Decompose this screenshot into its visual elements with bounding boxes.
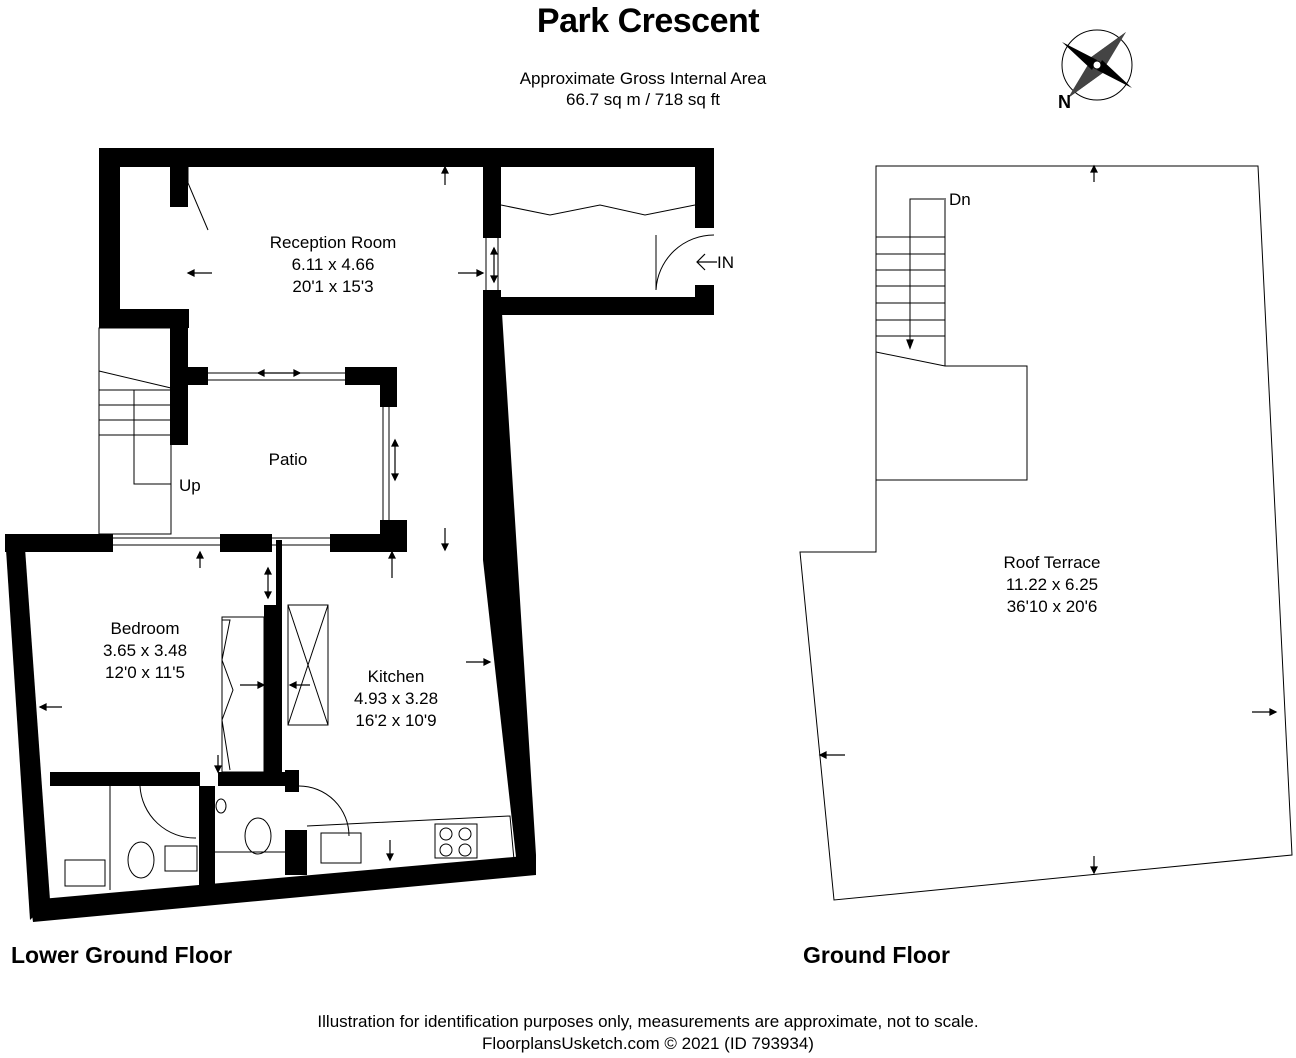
entrance-label: IN (717, 253, 734, 272)
copyright-text: FloorplansUsketch.com © 2021 (ID 793934) (482, 1034, 814, 1053)
room-reception: Reception Room 6.11 x 4.66 20'1 x 15'3 (243, 232, 423, 298)
lower-ground-walls (5, 148, 714, 922)
room-metric: 3.65 x 3.48 (102, 641, 188, 660)
room-bedroom: Bedroom 3.65 x 3.48 12'0 x 11'5 (75, 618, 215, 684)
room-name: Roof Terrace (1003, 553, 1101, 572)
page-title: Park Crescent (536, 2, 760, 40)
stairs-down-label: Dn (949, 190, 971, 209)
ground-floor-label: Ground Floor (803, 942, 950, 968)
ground-floor-arrows (818, 164, 1278, 875)
compass-rose (1061, 29, 1133, 101)
gross-internal-area: Approximate Gross Internal Area 66.7 sq … (443, 68, 843, 110)
lower-ground-floor-label: Lower Ground Floor (11, 942, 233, 968)
room-metric: 6.11 x 4.66 (291, 255, 375, 274)
room-name: Bedroom (110, 619, 180, 638)
room-metric: 4.93 x 3.28 (353, 689, 439, 708)
ground-floor-outline (799, 165, 1293, 901)
stairs-up-label: Up (179, 476, 201, 495)
lower-ground-outlines (64, 167, 715, 890)
room-imperial: 20'1 x 15'3 (292, 277, 374, 296)
room-name: Patio (268, 450, 308, 469)
area-heading: Approximate Gross Internal Area (519, 69, 767, 88)
footer-disclaimer: Illustration for identification purposes… (0, 1011, 1296, 1055)
disclaimer-text: Illustration for identification purposes… (317, 1012, 979, 1031)
lower-ground-arrows (38, 165, 717, 862)
room-imperial: 12'0 x 11'5 (105, 663, 185, 682)
room-imperial: 36'10 x 20'6 (1006, 597, 1098, 616)
room-patio: Patio (238, 449, 338, 471)
room-name: Kitchen (367, 667, 425, 686)
room-metric: 11.22 x 6.25 (1005, 575, 1099, 594)
room-name: Reception Room (269, 233, 397, 252)
north-label: N (1058, 92, 1071, 112)
room-imperial: 16'2 x 10'9 (355, 711, 437, 730)
room-roof-terrace: Roof Terrace 11.22 x 6.25 36'10 x 20'6 (972, 552, 1132, 618)
room-kitchen: Kitchen 4.93 x 3.28 16'2 x 10'9 (326, 666, 466, 732)
area-value: 66.7 sq m / 718 sq ft (565, 90, 721, 109)
